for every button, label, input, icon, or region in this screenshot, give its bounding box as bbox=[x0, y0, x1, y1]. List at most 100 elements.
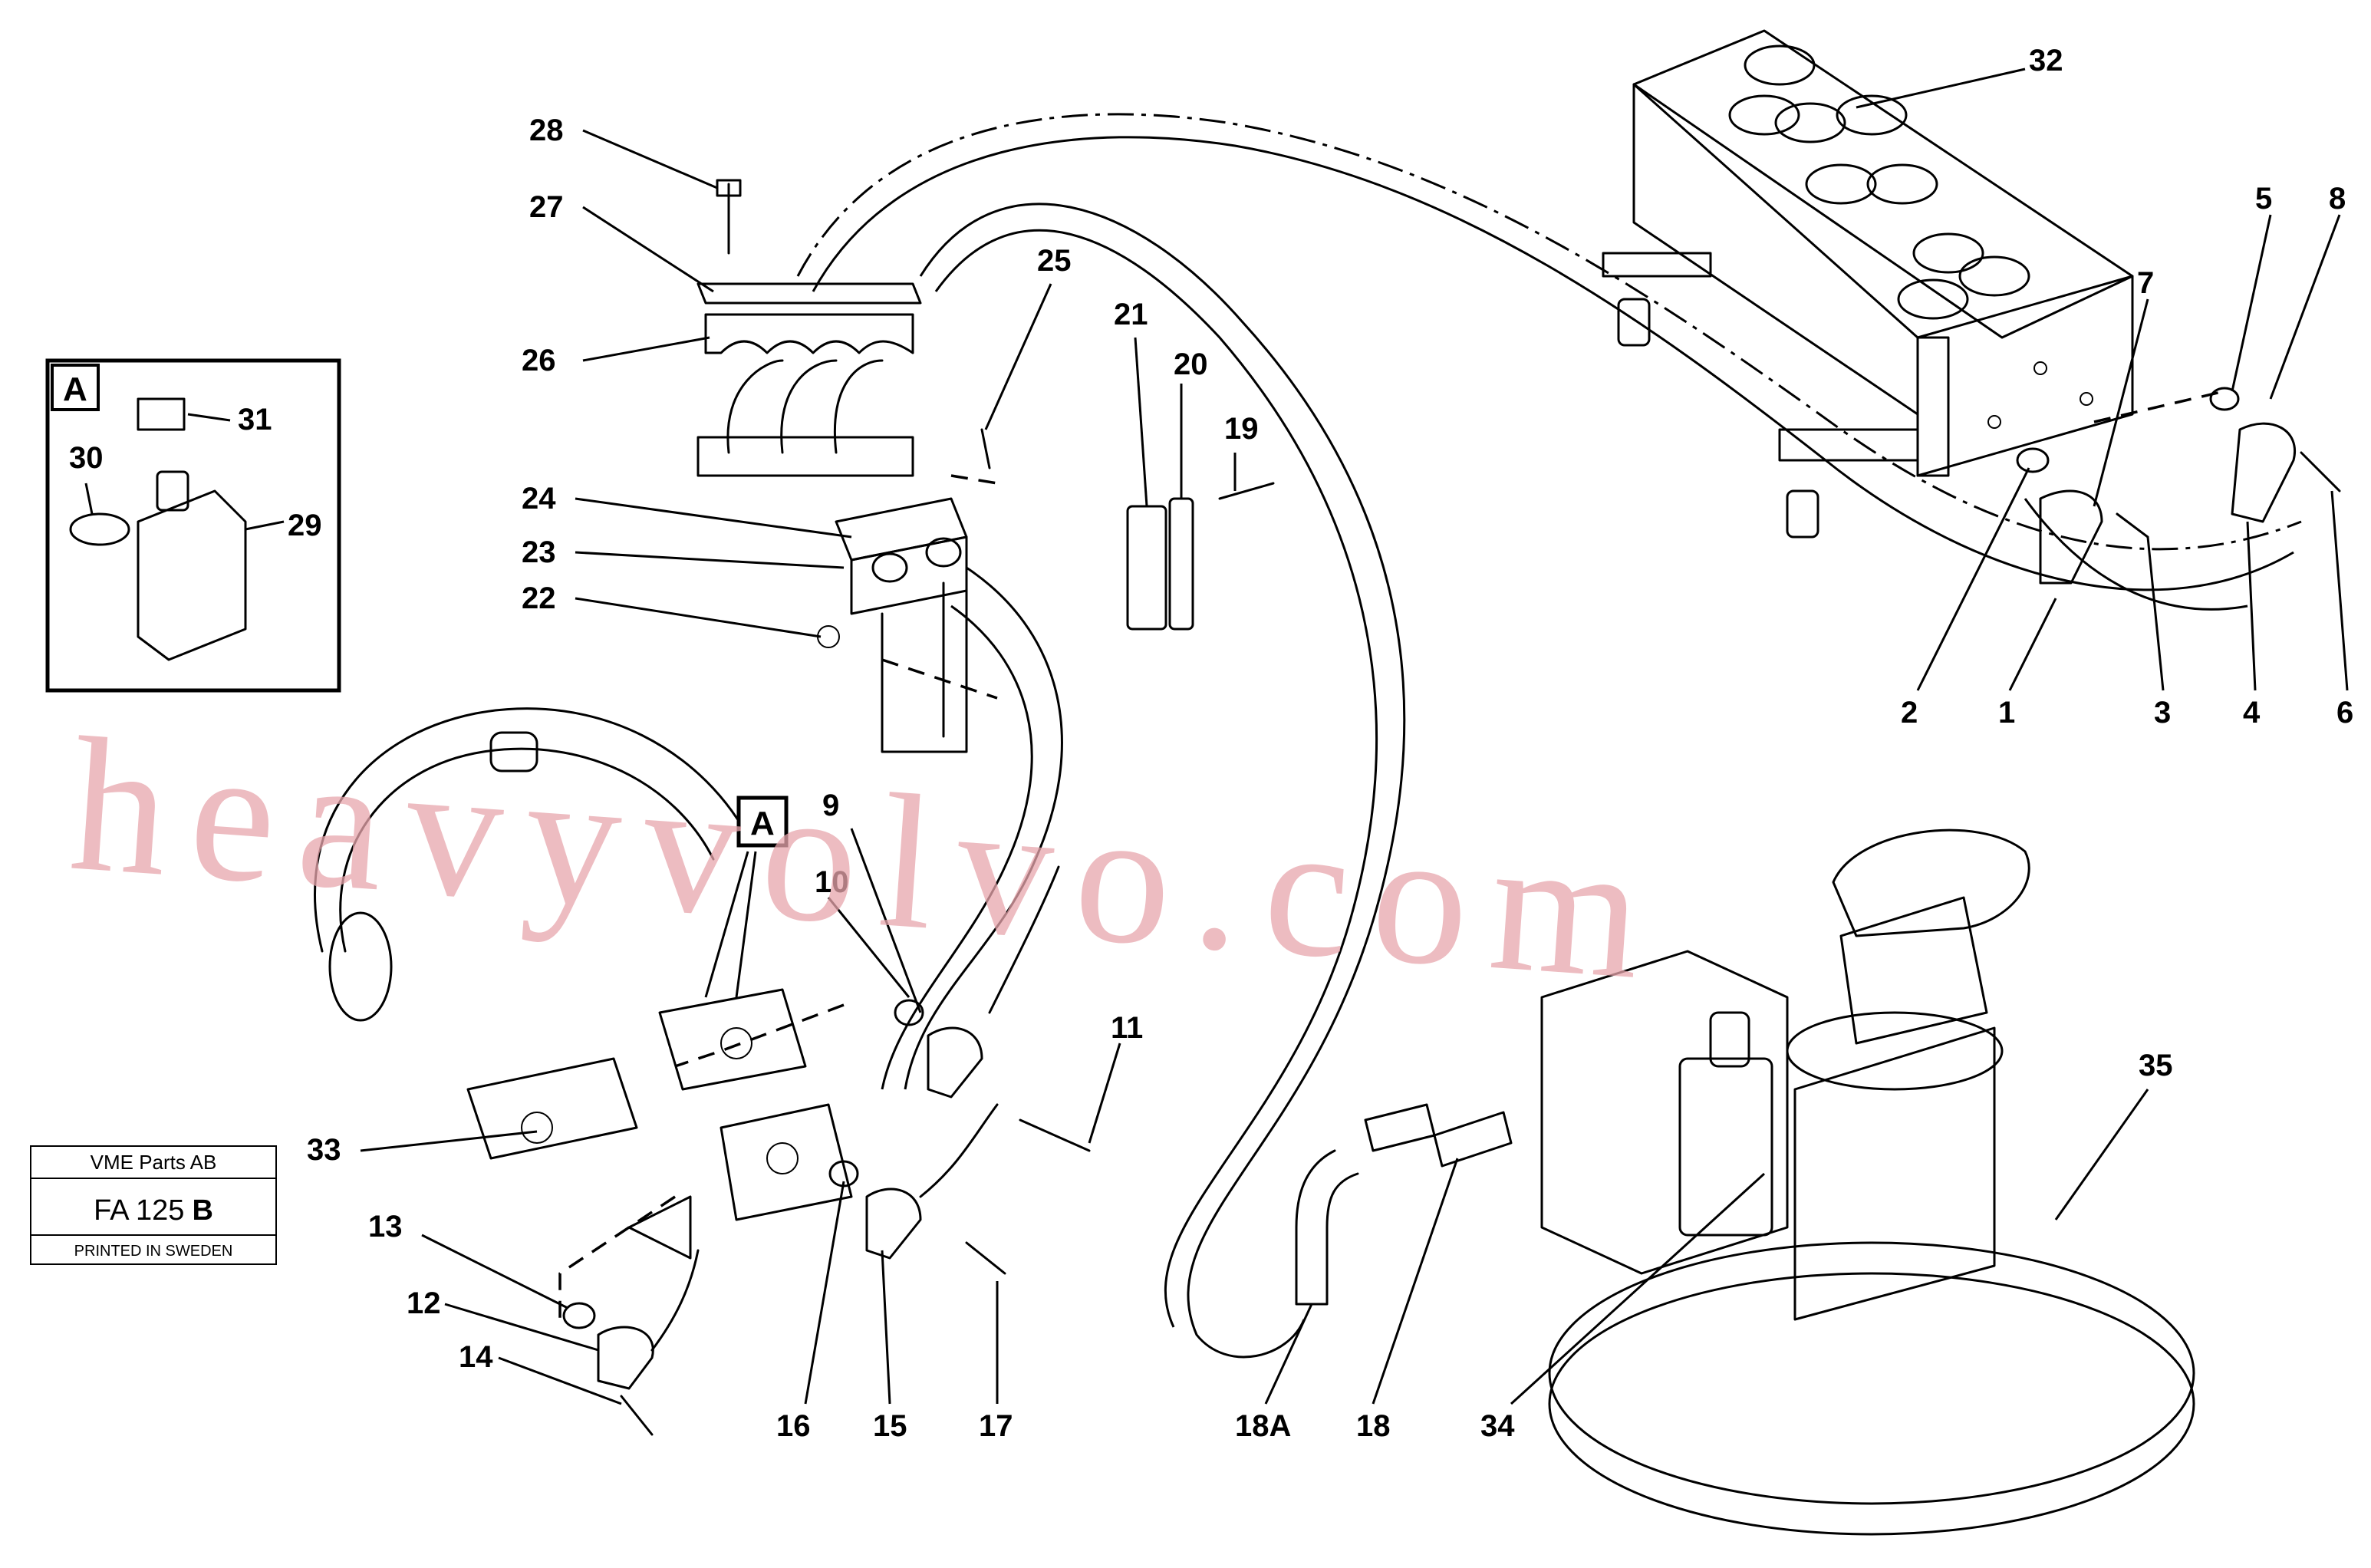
screw-14 bbox=[620, 1395, 654, 1436]
hose-valve-to-pump-2 bbox=[881, 604, 1033, 1090]
dash-pump-lower bbox=[558, 1195, 676, 1319]
clamp-20 bbox=[1168, 497, 1194, 631]
callout-labels: 32 5 8 7 2 1 3 4 6 28 27 26 25 21 20 19 … bbox=[63, 44, 2353, 1443]
title-block-company: VME Parts AB bbox=[91, 1151, 217, 1174]
motor-top bbox=[1786, 1011, 2004, 1091]
inset-label-a: A bbox=[63, 371, 87, 408]
dash-block-top bbox=[950, 474, 998, 485]
valve-block-end bbox=[1916, 275, 2134, 477]
callout-8: 8 bbox=[2329, 182, 2346, 216]
valve-foot-1 bbox=[1617, 298, 1651, 347]
screw-11 bbox=[1019, 1118, 1091, 1152]
inset-label-box bbox=[51, 364, 100, 411]
callout-11: 11 bbox=[1111, 1011, 1143, 1045]
callout-21: 21 bbox=[1114, 298, 1148, 331]
hydraulic-motor-assembly bbox=[1295, 828, 2195, 1536]
callout-33: 33 bbox=[307, 1133, 341, 1167]
callout-29: 29 bbox=[288, 509, 322, 542]
callout-12: 12 bbox=[407, 1286, 441, 1320]
hose-upper-long bbox=[796, 113, 2302, 551]
plug-body bbox=[156, 470, 189, 512]
motor-base-35 bbox=[1548, 1241, 2195, 1505]
o-ring-30 bbox=[69, 512, 130, 546]
fitting-1 bbox=[2039, 489, 2103, 585]
transmission-pump-assembly bbox=[314, 707, 1091, 1436]
housing-outline bbox=[314, 707, 753, 953]
pump-flange-33 bbox=[466, 1057, 638, 1160]
fitting-9 bbox=[927, 1026, 983, 1099]
view-marker-a bbox=[704, 796, 789, 998]
housing-bore bbox=[328, 911, 393, 1022]
callout-18a: 18A bbox=[1235, 1409, 1291, 1443]
callout-26: 26 bbox=[522, 344, 556, 377]
plate-27 bbox=[696, 282, 922, 305]
solenoid-body bbox=[1678, 1057, 1773, 1237]
callout-5: 5 bbox=[2255, 182, 2272, 216]
callout-1: 1 bbox=[1998, 696, 2015, 730]
control-valve-block bbox=[1602, 29, 2134, 539]
bracket bbox=[881, 581, 968, 753]
callout-2: 2 bbox=[1901, 696, 1918, 730]
motor-neck bbox=[1839, 896, 1988, 1045]
inset-a-box bbox=[45, 358, 341, 693]
solenoid-cap bbox=[1709, 1011, 1750, 1068]
callout-3: 3 bbox=[2154, 696, 2171, 730]
hose-return-right bbox=[2024, 498, 2248, 611]
watermark-text: heavyvolvo.com bbox=[65, 698, 1671, 1021]
fitting-18a-nut bbox=[1364, 1103, 1436, 1152]
clamp-21 bbox=[1126, 505, 1167, 631]
valve-frame-right bbox=[1778, 428, 1919, 462]
view-marker-label: A bbox=[750, 805, 775, 842]
valve-block-34 bbox=[1540, 950, 1789, 1275]
fitting-31 bbox=[137, 397, 186, 431]
callout-9: 9 bbox=[822, 789, 839, 822]
hose-18a bbox=[1295, 1149, 1359, 1306]
callout-13: 13 bbox=[368, 1210, 403, 1244]
bolt-25 bbox=[980, 428, 991, 469]
dash-pump-left bbox=[674, 1003, 845, 1068]
callout-31: 31 bbox=[238, 403, 272, 436]
fitting-15 bbox=[865, 1188, 922, 1260]
callout-6: 6 bbox=[2336, 696, 2353, 730]
valve-end-plate bbox=[1916, 336, 1950, 477]
hose-12 bbox=[650, 1249, 700, 1352]
hose-clamp-assembly bbox=[696, 179, 1275, 753]
title-block-frame bbox=[30, 1145, 277, 1265]
hose-15 bbox=[919, 1103, 999, 1198]
pump-flange-b bbox=[720, 1103, 853, 1221]
hose-valve-to-pump bbox=[904, 566, 1063, 1090]
callout-27: 27 bbox=[529, 190, 564, 224]
hose-lines bbox=[796, 113, 2302, 1359]
valve-foot-2 bbox=[1786, 489, 1819, 539]
housing-cap bbox=[489, 731, 538, 772]
right-hose-fittings bbox=[2016, 387, 2341, 585]
callout-15: 15 bbox=[873, 1409, 907, 1443]
inset-frame bbox=[45, 358, 341, 693]
callout-34: 34 bbox=[1480, 1409, 1515, 1443]
title-block-code: FA 125 bbox=[94, 1194, 184, 1227]
callout-4: 4 bbox=[2243, 696, 2261, 730]
o-ring-5 bbox=[2209, 387, 2240, 411]
callout-22: 22 bbox=[522, 581, 556, 615]
callout-24: 24 bbox=[522, 482, 556, 516]
callout-leaders bbox=[84, 68, 2349, 1405]
callout-7: 7 bbox=[2137, 266, 2154, 300]
callout-20: 20 bbox=[1174, 348, 1208, 381]
tube-c bbox=[834, 359, 884, 454]
block-23-front bbox=[850, 535, 968, 615]
callout-10: 10 bbox=[815, 865, 849, 899]
hose-mid-loop-inner bbox=[934, 229, 1378, 1328]
clamp-lower bbox=[696, 436, 914, 477]
hose-mid-loop bbox=[919, 203, 1406, 1359]
callout-25: 25 bbox=[1037, 244, 1072, 278]
callout-23: 23 bbox=[522, 535, 556, 569]
hose-upper-long-outer bbox=[812, 136, 2294, 591]
view-marker-box bbox=[736, 796, 789, 848]
fitting-4 bbox=[2231, 422, 2296, 523]
pump-flange-a bbox=[658, 988, 807, 1091]
o-ring-13 bbox=[562, 1302, 596, 1329]
